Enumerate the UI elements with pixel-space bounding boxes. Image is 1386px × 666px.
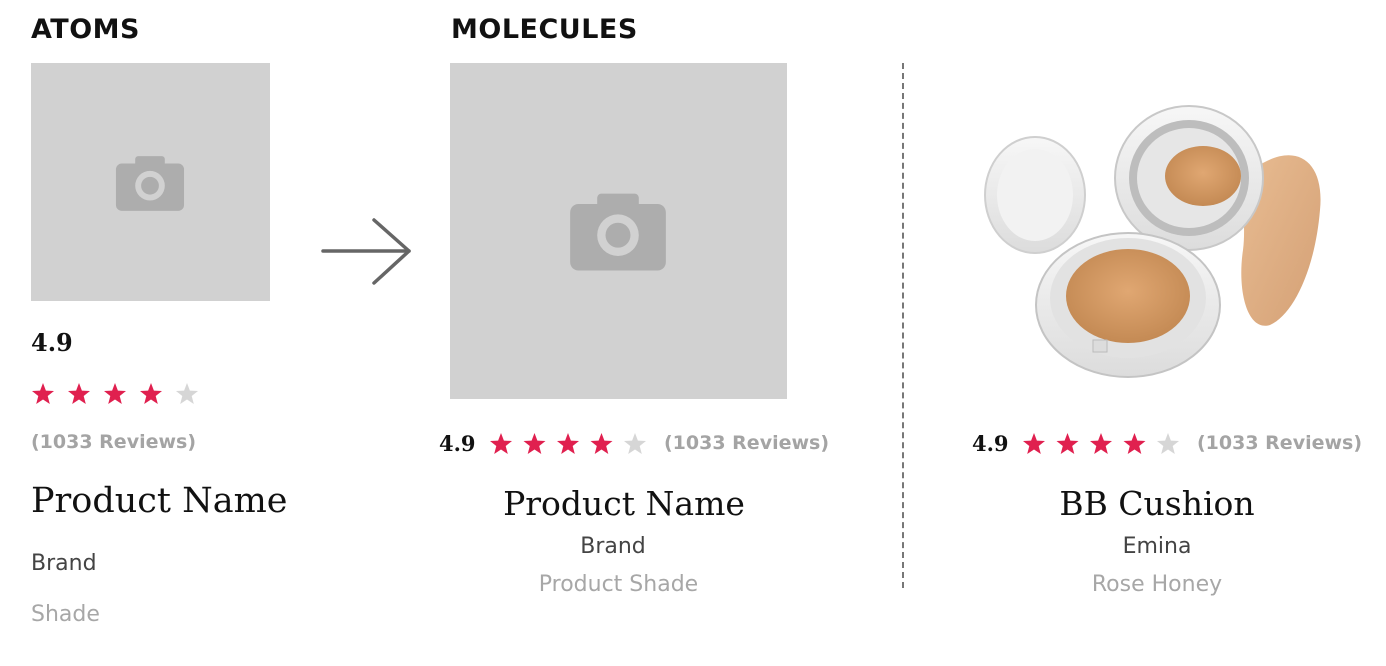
star-icon — [1056, 433, 1079, 454]
star-icon — [1123, 433, 1146, 454]
product-image — [975, 100, 1330, 385]
star-icon — [176, 383, 198, 404]
molecules-image-placeholder — [450, 63, 787, 399]
star-icon — [590, 433, 613, 454]
atoms-product-name: Product Name — [31, 481, 288, 521]
atoms-review-count: (1033 Reviews) — [31, 431, 197, 453]
star-icon — [104, 383, 126, 404]
atoms-image-placeholder — [31, 63, 270, 301]
example-stars — [1023, 433, 1179, 454]
star-icon — [557, 433, 579, 454]
example-star-rating — [1022, 432, 1187, 461]
example-brand: Emina — [1122, 534, 1192, 559]
star-icon — [490, 433, 512, 454]
molecules-heading: MOLECULES — [451, 14, 638, 45]
star-icon — [68, 383, 90, 404]
molecules-star-rating — [489, 432, 654, 461]
example-shade: Rose Honey — [1091, 572, 1223, 597]
atoms-star-rating — [31, 382, 206, 413]
atoms-stars — [32, 383, 198, 404]
example-review-count: (1033 Reviews) — [1197, 432, 1363, 454]
star-icon — [140, 383, 162, 404]
molecules-shade: Product Shade — [538, 572, 699, 597]
star-icon — [1023, 433, 1045, 454]
atoms-heading: ATOMS — [31, 14, 140, 45]
molecules-brand: Brand — [580, 534, 646, 559]
star-icon — [1090, 433, 1112, 454]
molecules-stars — [490, 433, 646, 454]
example-rating-value: 4.9 — [972, 431, 1009, 456]
molecules-rating-value: 4.9 — [439, 431, 476, 456]
camera-icon — [570, 193, 666, 271]
atoms-brand: Brand — [31, 551, 97, 576]
molecules-product-name: Product Name — [503, 484, 745, 523]
star-icon — [1157, 433, 1179, 454]
atoms-shade: Shade — [31, 602, 100, 627]
arrow-right-icon — [321, 218, 411, 285]
camera-icon — [115, 156, 185, 211]
molecules-review-count: (1033 Reviews) — [664, 432, 830, 454]
star-icon — [523, 433, 546, 454]
star-icon — [624, 433, 646, 454]
example-product-name: BB Cushion — [1059, 484, 1255, 523]
atoms-rating-value: 4.9 — [31, 328, 73, 357]
star-icon — [32, 383, 54, 404]
section-divider — [902, 63, 904, 588]
